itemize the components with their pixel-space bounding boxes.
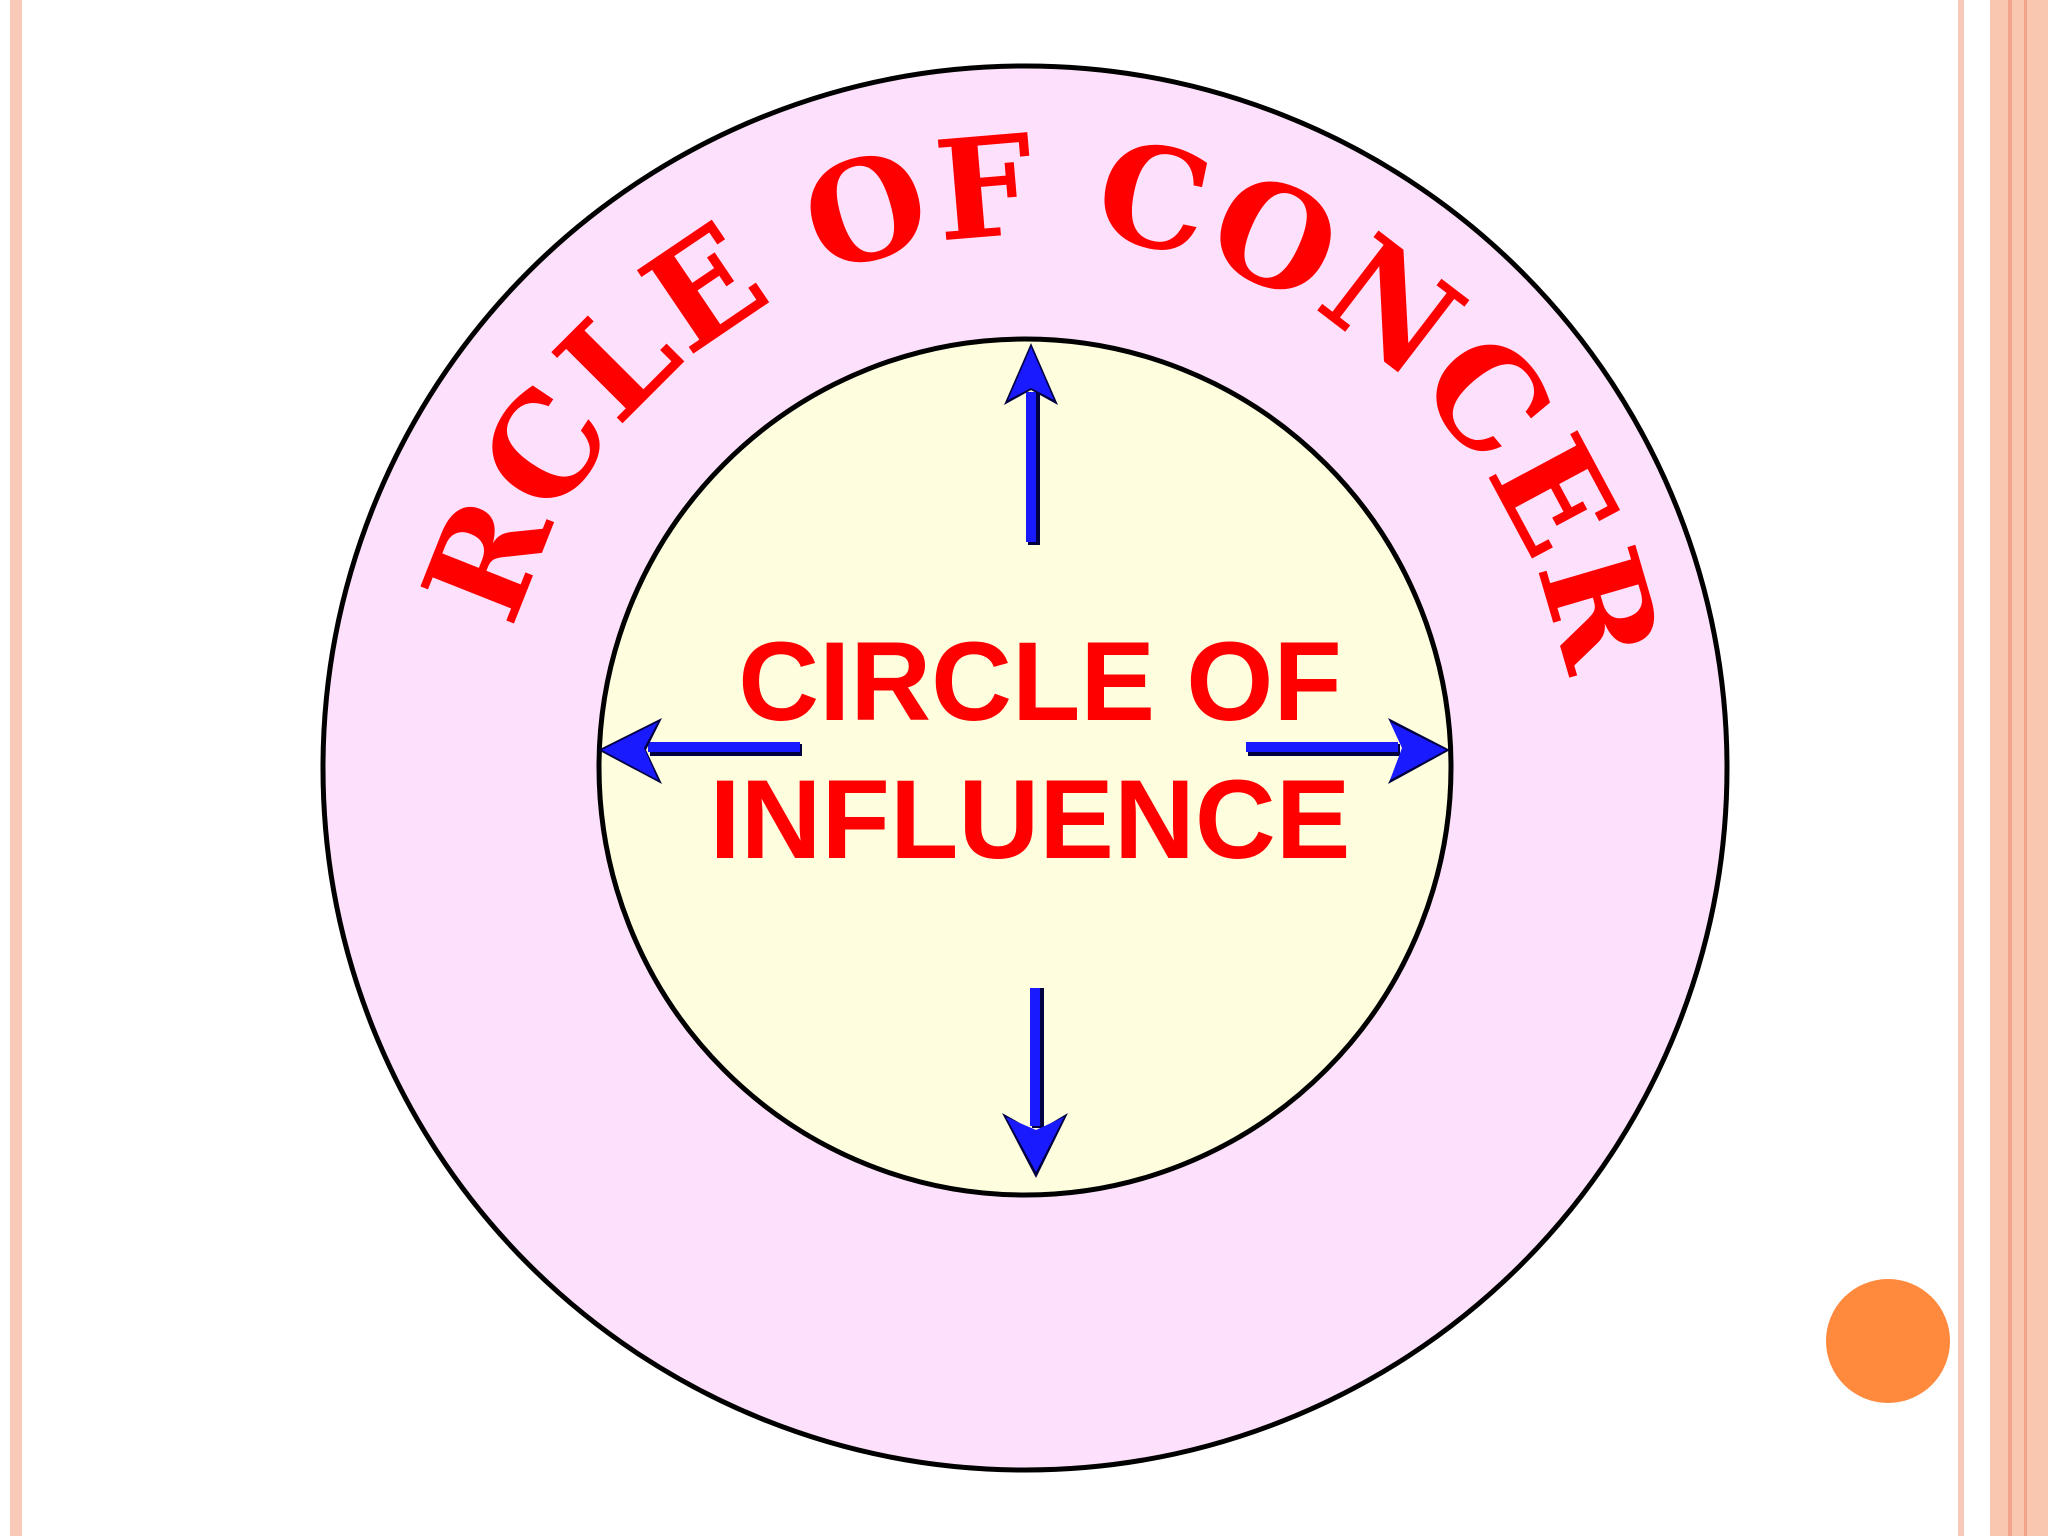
circle-of-influence-label-line1: CIRCLE OF — [738, 619, 1342, 744]
right-border-line-2 — [2024, 0, 2027, 1536]
left-border-stripe — [10, 0, 22, 1536]
arrow-up-icon — [1004, 343, 1058, 545]
right-border-stripe-thin — [1958, 0, 1964, 1536]
right-border-stripe-wide — [1990, 0, 2048, 1536]
circle-of-influence — [596, 336, 1454, 1198]
arrow-down-icon — [1002, 988, 1068, 1178]
orange-dot — [1826, 1279, 1950, 1403]
arrow-left-icon — [598, 718, 802, 784]
circle-of-influence-label-line2: INFLUENCE — [710, 757, 1351, 882]
arrow-right-icon — [1246, 718, 1450, 784]
right-border-line-1 — [2008, 0, 2012, 1536]
